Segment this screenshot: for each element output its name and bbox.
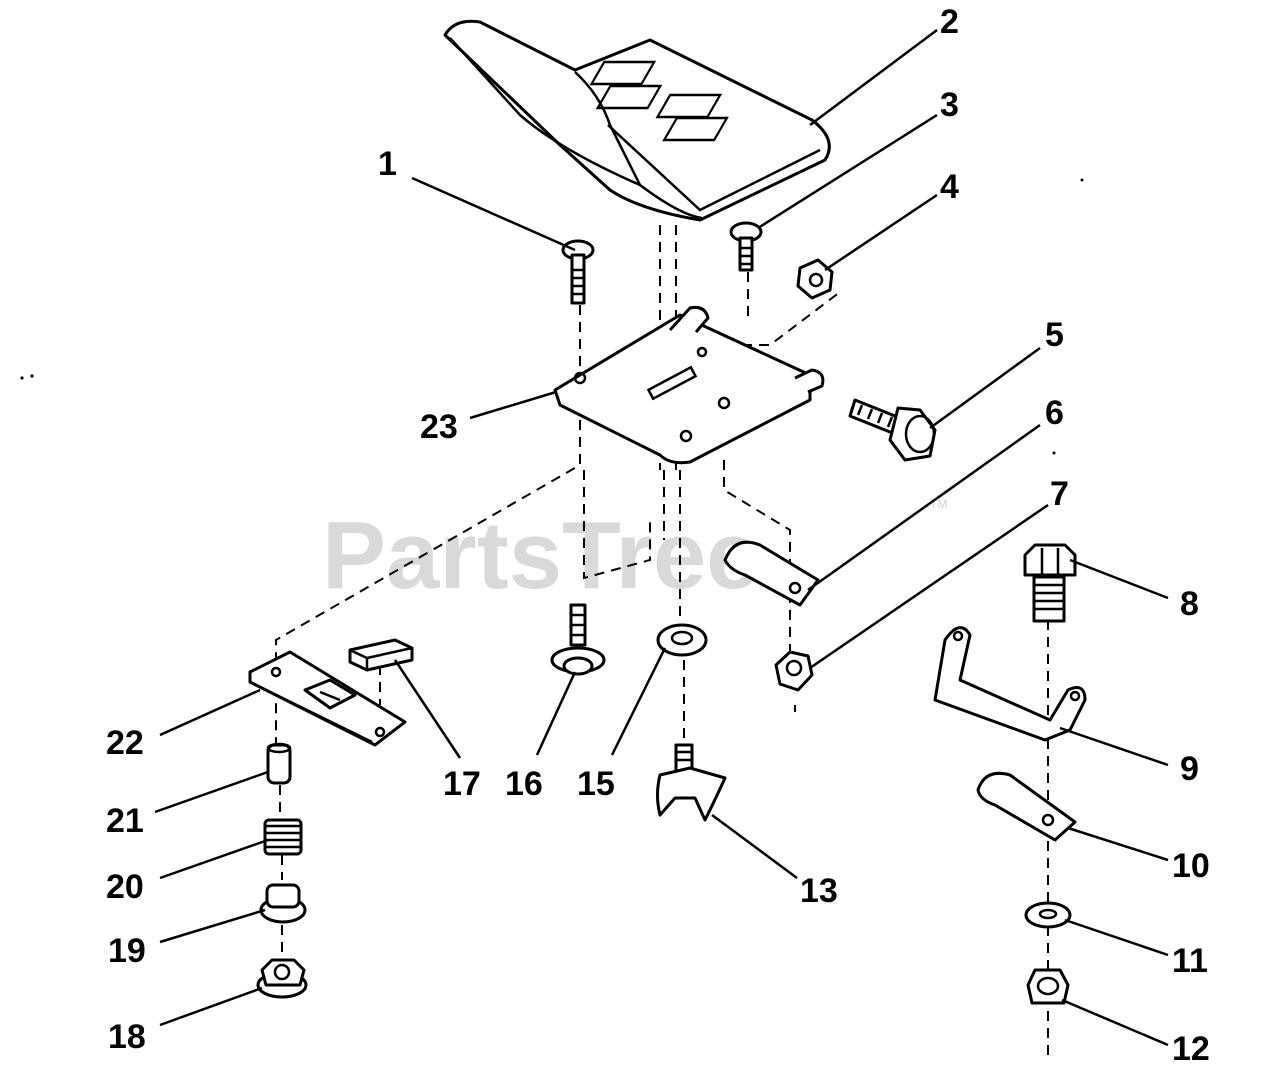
part-21-pin (266, 742, 292, 785)
part-17-block (348, 638, 414, 672)
callout-labels: 1 2 3 4 5 6 7 8 9 10 11 12 13 15 16 17 1… (106, 3, 1210, 1068)
callout-21: 21 (106, 802, 144, 840)
callout-15: 15 (577, 765, 615, 803)
callout-19: 19 (108, 932, 146, 970)
part-20-spring (263, 818, 303, 856)
callout-22: 22 (106, 724, 144, 762)
part-6-clip (723, 540, 820, 607)
part-23-seat-plate (553, 306, 825, 465)
part-15-washer (656, 623, 708, 657)
callout-1: 1 (378, 145, 397, 183)
part-4-nut (796, 258, 834, 300)
leader-lines (154, 28, 1169, 1047)
part-12-lock-nut (1026, 968, 1070, 1005)
callout-17: 17 (443, 765, 481, 803)
part-11-washer (1024, 901, 1072, 929)
callout-13: 13 (800, 872, 838, 910)
callout-4: 4 (940, 168, 959, 206)
part-13-knob (656, 743, 727, 822)
part-18-flange-nut (256, 958, 308, 999)
stray-mark (20, 376, 24, 380)
callout-20: 20 (106, 868, 144, 906)
part-16-shoulder-bolt (550, 603, 606, 676)
callout-5: 5 (1045, 316, 1064, 354)
part-1-bolt (561, 239, 595, 305)
callout-12: 12 (1172, 1030, 1210, 1068)
part-9-bracket (933, 626, 1087, 742)
part-7-nut (774, 650, 814, 692)
stray-mark (30, 374, 34, 378)
stray-mark (1052, 451, 1056, 455)
part-10-clip (976, 771, 1077, 842)
part-3-screw (729, 221, 763, 272)
part-8-hex-bolt (1023, 543, 1077, 623)
stray-mark (1080, 178, 1084, 182)
callout-9: 9 (1180, 750, 1199, 788)
callout-2: 2 (940, 3, 959, 41)
part-5-hex-bolt (848, 398, 937, 462)
callout-23: 23 (420, 408, 458, 446)
part-22-latch-plate (248, 650, 407, 747)
callout-10: 10 (1172, 847, 1210, 885)
callout-18: 18 (108, 1018, 146, 1056)
callout-3: 3 (940, 86, 959, 124)
callout-7: 7 (1050, 475, 1069, 513)
part-19-bushing (259, 883, 307, 924)
callout-11: 11 (1172, 942, 1208, 980)
callout-8: 8 (1180, 585, 1199, 623)
callout-16: 16 (505, 765, 543, 803)
watermark-tm: TM (930, 497, 947, 511)
part-2-seat (443, 19, 831, 222)
callout-6: 6 (1045, 394, 1064, 432)
watermark: PartsTree (322, 502, 760, 609)
